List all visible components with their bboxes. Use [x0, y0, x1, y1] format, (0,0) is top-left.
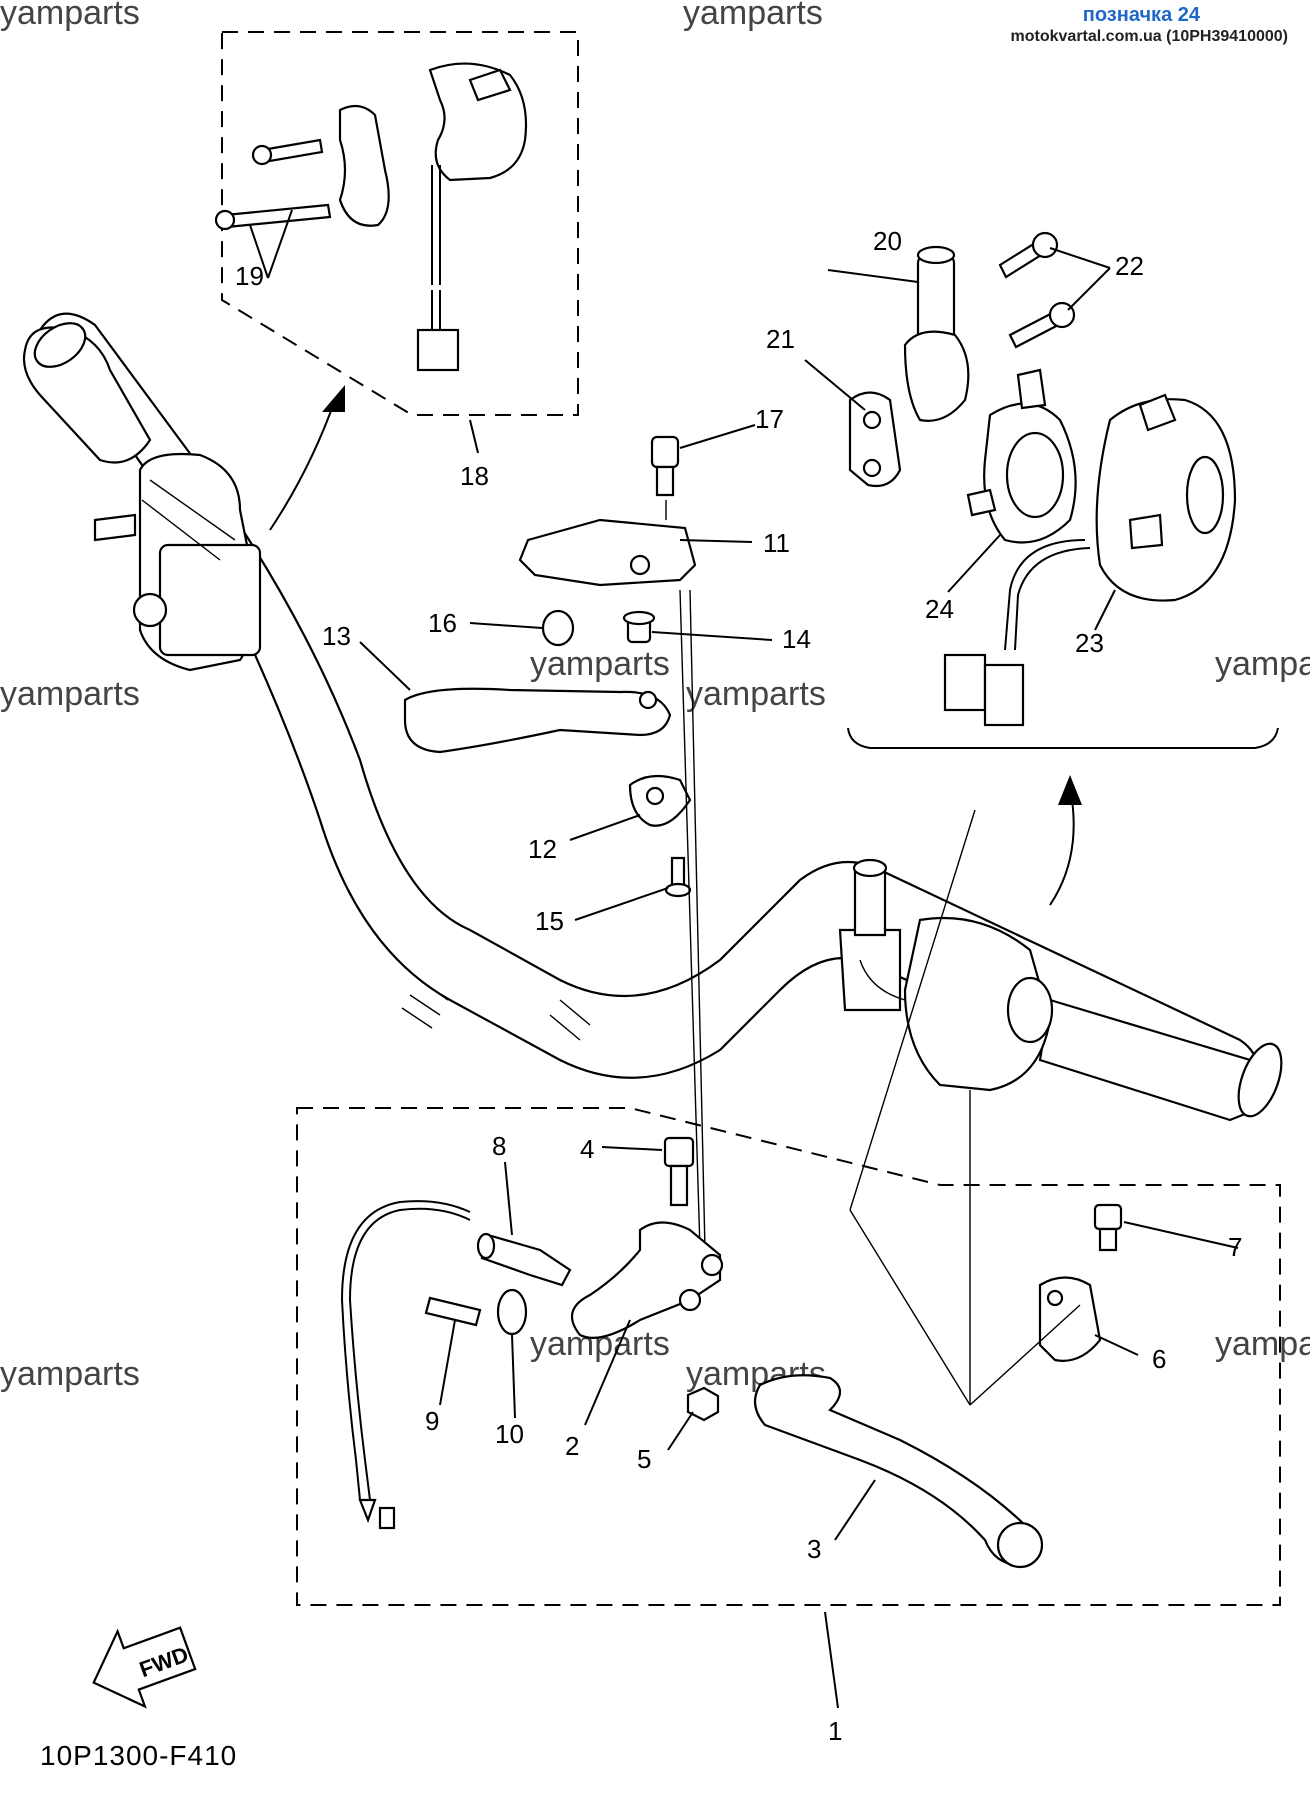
callout-8: 8: [492, 1131, 506, 1161]
callout-numbers: 1 2 3 4 5 6 7 8 9 10 11 12 13 14 15 16 1…: [235, 226, 1242, 1746]
fwd-arrow-icon: FWD: [92, 1626, 197, 1709]
callout-16: 16: [428, 608, 457, 638]
callout-19: 19: [235, 261, 264, 291]
watermark: yamparts: [0, 1355, 140, 1393]
callout-12: 12: [528, 834, 557, 864]
callout-7: 7: [1228, 1232, 1242, 1262]
handlebar: [22, 312, 1283, 1122]
callout-3: 3: [807, 1534, 821, 1564]
diagram-code: 10P1300-F410: [40, 1740, 238, 1771]
watermark: yamparts: [530, 645, 670, 683]
callout-4: 4: [580, 1134, 594, 1164]
watermark: yamparts: [0, 0, 140, 32]
source-label: motokvartal.com.ua (10PH39410000): [1010, 28, 1288, 45]
callout-9: 9: [425, 1406, 439, 1436]
inset-18: [214, 31, 579, 416]
callout-5: 5: [637, 1444, 651, 1474]
watermark: yamparts: [1215, 645, 1310, 683]
right-switch-group: [847, 231, 1279, 749]
callout-10: 10: [495, 1419, 524, 1449]
callout-21: 21: [766, 324, 795, 354]
leader-lines: [359, 247, 1239, 1709]
callout-13: 13: [322, 621, 351, 651]
callout-11: 11: [763, 528, 790, 558]
callout-22: 22: [1115, 251, 1144, 281]
callout-2: 2: [565, 1431, 579, 1461]
callout-14: 14: [782, 624, 811, 654]
callout-23: 23: [1075, 628, 1104, 658]
callout-1: 1: [828, 1716, 842, 1746]
callout-15: 15: [535, 906, 564, 936]
watermark: yamparts: [683, 0, 823, 32]
watermark: yamparts: [0, 675, 140, 713]
callout-24: 24: [925, 594, 954, 624]
watermark: yamparts: [686, 675, 826, 713]
callout-18: 18: [460, 461, 489, 491]
callout-17: 17: [755, 404, 784, 434]
diagram-tag: позначка 24: [1082, 4, 1200, 26]
upper-lever-parts: [403, 435, 706, 1251]
lower-assembly: [296, 809, 1281, 1606]
callout-20: 20: [873, 226, 902, 256]
watermark: yamparts: [1215, 1325, 1310, 1363]
callout-6: 6: [1152, 1344, 1166, 1374]
